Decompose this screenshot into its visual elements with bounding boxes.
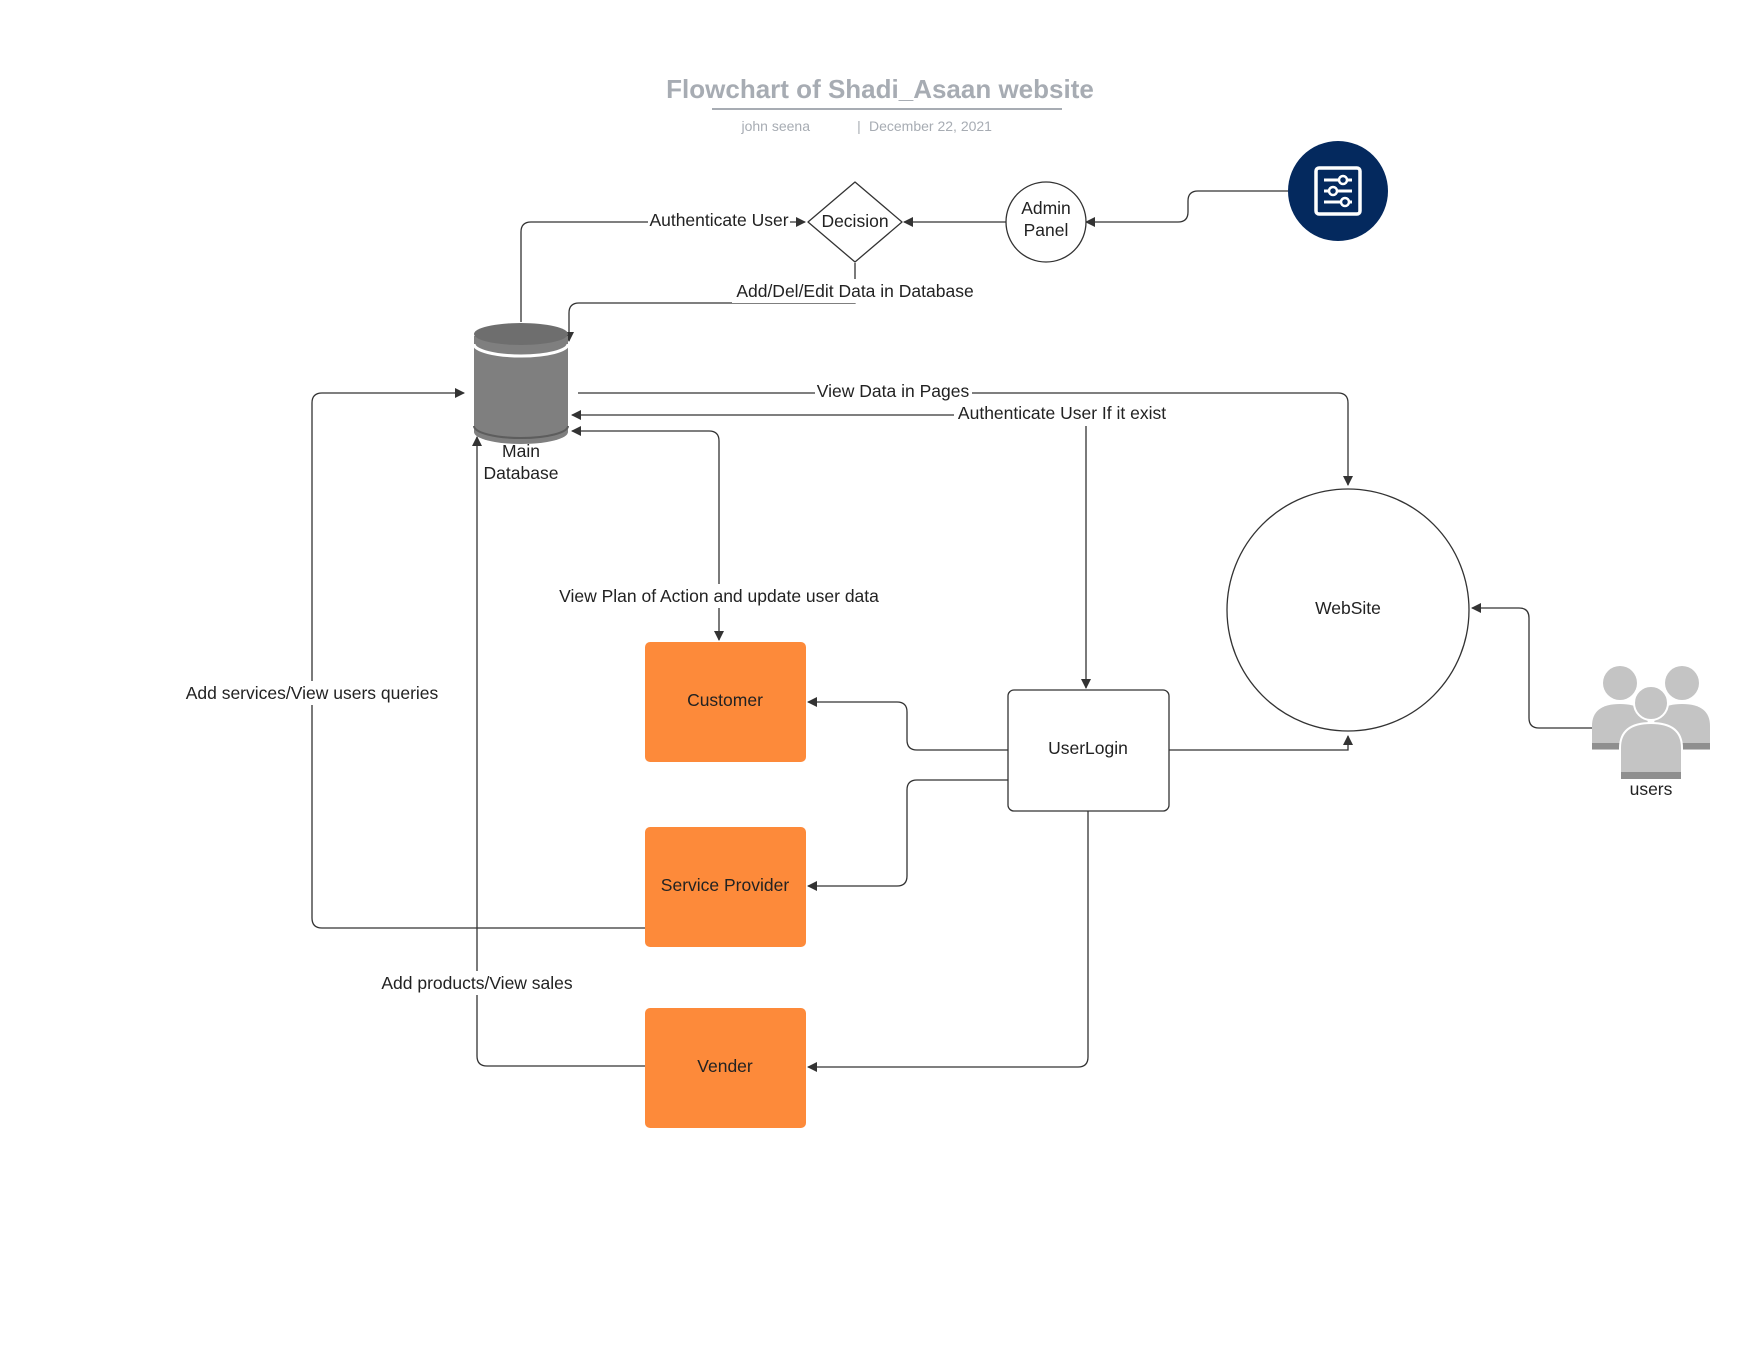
- edge-label-add-del-edit: Add/Del/Edit Data in Database: [736, 281, 973, 301]
- service-provider-node[interactable]: Service Provider: [645, 827, 806, 947]
- edge-label-view-data-pages: View Data in Pages: [817, 381, 970, 401]
- database-cylinder-icon[interactable]: Main Database: [472, 323, 570, 483]
- edge-admin-icon-to-panel: [1085, 190, 1288, 227]
- document-date: December 22, 2021: [869, 118, 992, 134]
- database-label-line1: Main: [502, 441, 540, 461]
- edge-plan-to-db: [571, 426, 720, 612]
- website-node[interactable]: WebSite: [1226, 488, 1470, 732]
- database-label-line2: Database: [484, 463, 559, 483]
- customer-node[interactable]: Customer: [645, 642, 806, 762]
- service-provider-label: Service Provider: [661, 875, 790, 895]
- edge-label-authenticate-if-exist: Authenticate User If it exist: [958, 403, 1166, 423]
- author-name: john seena: [740, 118, 810, 134]
- edge-userlogin-to-vender: [807, 811, 1089, 1072]
- users-label: users: [1630, 779, 1673, 799]
- sliders-settings-icon[interactable]: [1288, 141, 1388, 241]
- edge-decision-to-db: [564, 263, 856, 342]
- website-label: WebSite: [1315, 598, 1381, 618]
- decision-label: Decision: [821, 211, 888, 231]
- edge-label-add-products: Add products/View sales: [381, 973, 573, 993]
- edge-label-add-services: Add services/View users queries: [186, 683, 439, 703]
- admin-panel-label-line2: Panel: [1024, 220, 1069, 240]
- decision-node[interactable]: Decision: [807, 181, 903, 263]
- admin-panel-node[interactable]: Admin Panel: [1005, 181, 1087, 263]
- vender-label: Vender: [697, 1056, 753, 1076]
- edge-users-to-website: [1471, 603, 1593, 729]
- edge-userlogin-to-service-provider: [807, 779, 1008, 891]
- users-group-icon[interactable]: users: [1592, 666, 1710, 799]
- edge-label-authenticate-user: Authenticate User: [649, 210, 788, 230]
- page-title: Flowchart of Shadi_Asaan website: [666, 74, 1094, 104]
- userlogin-node[interactable]: UserLogin: [1007, 689, 1170, 812]
- userlogin-label: UserLogin: [1048, 738, 1128, 758]
- customer-label: Customer: [687, 690, 763, 710]
- admin-panel-label-line1: Admin: [1021, 198, 1071, 218]
- vender-node[interactable]: Vender: [645, 1008, 806, 1128]
- edge-userlogin-to-customer: [807, 697, 1008, 751]
- edge-vender-to-db: [472, 436, 645, 1067]
- edge-label-view-plan: View Plan of Action and update user data: [559, 586, 879, 606]
- edge-service-provider-to-db: [311, 388, 645, 929]
- header-separator: |: [857, 118, 861, 134]
- edge-db-to-decision: [520, 217, 806, 322]
- edge-userlogin-to-website: [1168, 735, 1353, 751]
- edge-db-to-website: [578, 392, 1353, 486]
